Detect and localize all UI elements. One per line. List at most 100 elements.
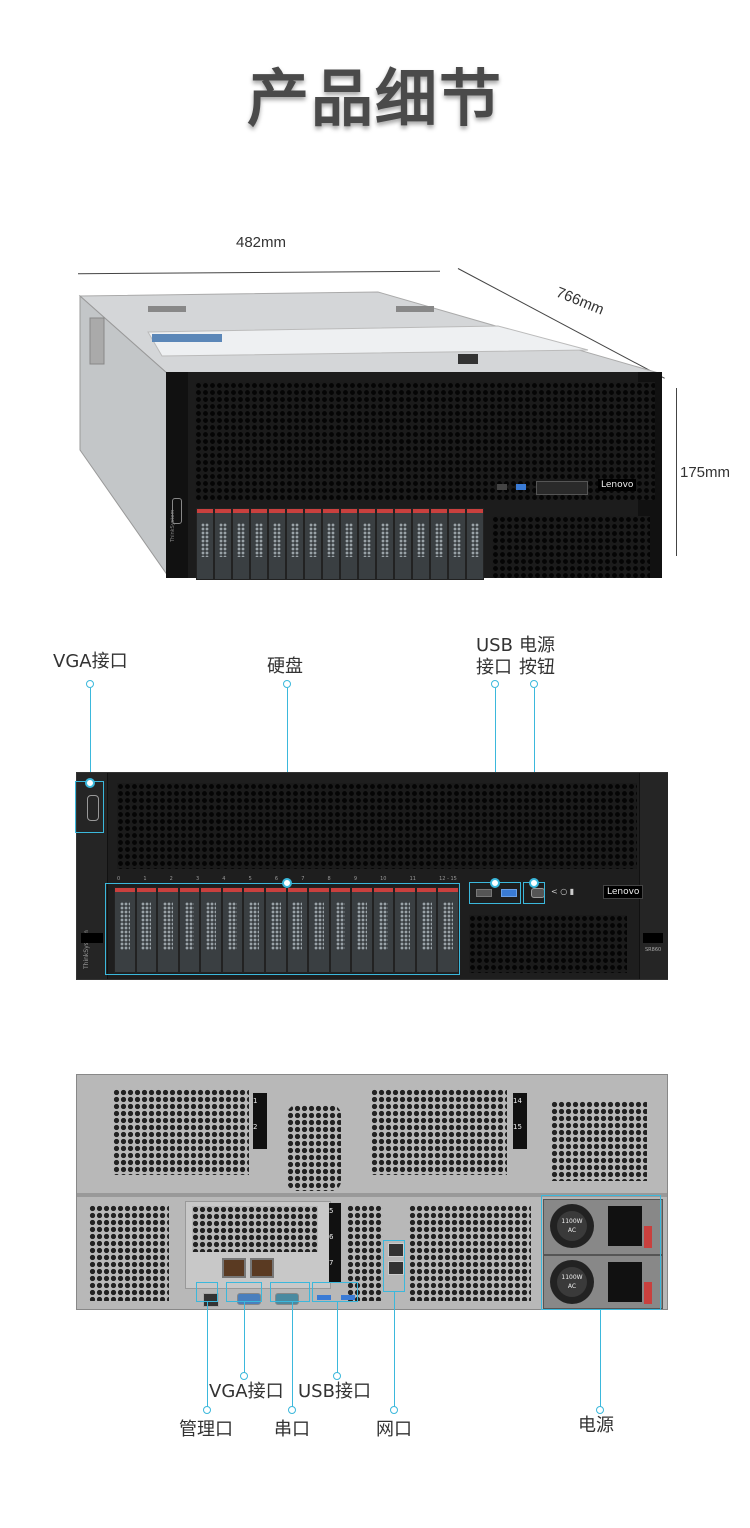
front-left-ear [166, 372, 188, 578]
serial-port[interactable] [275, 1293, 299, 1305]
callout-label-front-power-line1: 电源 [519, 635, 555, 656]
drive-bay[interactable] [415, 887, 438, 973]
top-latch [458, 354, 478, 364]
rear-pcie-left [89, 1205, 169, 1301]
drive-bay[interactable] [394, 887, 416, 973]
drive-bay[interactable] [437, 887, 459, 973]
slot-label: 1 [253, 1097, 258, 1105]
drive-bay[interactable] [372, 887, 395, 973]
front-grille-top [117, 783, 637, 869]
bay-number: 12 - 15 [439, 876, 457, 882]
callout-anchor-lan [390, 1406, 398, 1414]
callout-anchor-serial [288, 1406, 296, 1414]
chassis-divider [77, 1193, 667, 1197]
highlight-box-rear-usb [312, 1282, 358, 1302]
callout-dot-hdd [282, 878, 292, 888]
top-label [147, 325, 589, 357]
drive-bay[interactable] [221, 887, 244, 973]
dimension-view: 482mm 766mm 175mm Lenovo ThinkSystem [0, 220, 750, 590]
bay-number: 10 [380, 876, 387, 882]
psu-fan-1: 1100W AC [550, 1204, 594, 1248]
drive-bay[interactable] [157, 887, 179, 973]
usb-port-rear-2[interactable] [341, 1295, 355, 1300]
drive-bay[interactable] [114, 887, 136, 973]
slot-label: 7 [329, 1259, 334, 1267]
callout-label-front-hdd: 硬盘 [267, 656, 303, 677]
top-vent-left [148, 306, 186, 312]
highlight-box-lan [383, 1240, 405, 1292]
drive-bay[interactable] [308, 887, 330, 973]
drive-bay[interactable] [243, 887, 265, 973]
callout-anchor-rear-vga [240, 1372, 248, 1380]
callout-label-rear-vga: VGA接口 [209, 1381, 284, 1402]
psu-fan-2: 1100W AC [550, 1260, 594, 1304]
rear-center-grille [347, 1205, 383, 1301]
highlight-box-psu [541, 1195, 661, 1310]
psu-2[interactable]: 1100W AC [543, 1255, 663, 1309]
right-rack-ear [639, 773, 668, 979]
slot-label: 15 [513, 1123, 522, 1131]
height-dimension-line [676, 388, 677, 556]
rear-io-riser [185, 1201, 331, 1289]
rear-fan-vent [551, 1101, 647, 1181]
rj45-port-io-2 [250, 1258, 274, 1278]
psu-power-inlet-1 [608, 1206, 642, 1246]
bay-number: 8 [327, 876, 331, 882]
callout-dot-power [529, 878, 539, 888]
usb-port-front-1 [476, 889, 492, 897]
callout-anchor-vga [86, 680, 94, 688]
bay-number: 4 [222, 876, 226, 882]
psu-1[interactable]: 1100W AC [543, 1199, 663, 1255]
rear-center-vent [287, 1105, 341, 1191]
drive-cage [196, 508, 484, 580]
rear-pcie-right [409, 1205, 531, 1301]
front-control-panel [536, 481, 588, 495]
drive-bay-array [114, 887, 459, 973]
vga-port-3d [172, 498, 182, 524]
psu-handle-1[interactable] [644, 1226, 652, 1248]
callout-label-front-power-line2: 按钮 [519, 657, 555, 678]
front-brand-logo: Lenovo [603, 885, 644, 899]
callout-line-psu [599, 1310, 601, 1410]
slot-label: 2 [253, 1123, 258, 1131]
bay-number-strip: 0 1 2 3 4 5 6 7 8 9 10 11 12 - 15 [117, 876, 457, 884]
vga-port-rear[interactable] [237, 1293, 261, 1305]
psu-type: AC [567, 1227, 577, 1234]
width-dimension-line [78, 270, 440, 275]
usb-port-rear-1[interactable] [317, 1295, 331, 1300]
rj45-port-lan-2[interactable] [388, 1261, 404, 1275]
drive-bay[interactable] [286, 887, 309, 973]
callout-label-rear-usb: USB接口 [298, 1381, 371, 1402]
series-label-3d: ThinkSystem [170, 509, 176, 542]
callout-line-vga [89, 688, 91, 784]
riser-1-tab: 1 2 [253, 1093, 267, 1149]
usb-port-front-2 [501, 889, 517, 897]
height-dimension-label: 175mm [680, 464, 731, 481]
rear-riser-1-grille [113, 1089, 249, 1175]
callout-anchor-usb [491, 680, 499, 688]
highlight-box-mgmt [196, 1282, 218, 1302]
drive-bay[interactable] [329, 887, 352, 973]
callout-line-rear-usb [336, 1302, 338, 1376]
rj45-port-lan-1[interactable] [388, 1243, 404, 1257]
id-led-icons: < ○ ▮ [551, 887, 575, 896]
rear-panel: 1 2 14 15 5 6 7 1100W AC [76, 1074, 668, 1310]
callout-label-lan: 网口 [376, 1419, 412, 1440]
drive-bay[interactable] [178, 887, 201, 973]
drive-bay[interactable] [200, 887, 222, 973]
drive-bay[interactable] [351, 887, 373, 973]
callout-line-lan [393, 1292, 395, 1410]
psu-handle-2[interactable] [644, 1282, 652, 1304]
riser-3-tab: 5 6 7 [329, 1203, 341, 1283]
callout-anchor-mgmt [203, 1406, 211, 1414]
right-ear-tab [643, 933, 663, 943]
drive-bay[interactable] [135, 887, 158, 973]
left-rack-ear [77, 773, 108, 979]
callout-label-mgmt: 管理口 [179, 1419, 233, 1440]
highlight-box-serial [270, 1282, 310, 1302]
drive-bay[interactable] [264, 887, 287, 973]
bay-number: 5 [248, 876, 252, 882]
vga-port-front [87, 795, 99, 821]
psu-power-inlet-2 [608, 1262, 642, 1302]
side-handle [89, 317, 105, 365]
